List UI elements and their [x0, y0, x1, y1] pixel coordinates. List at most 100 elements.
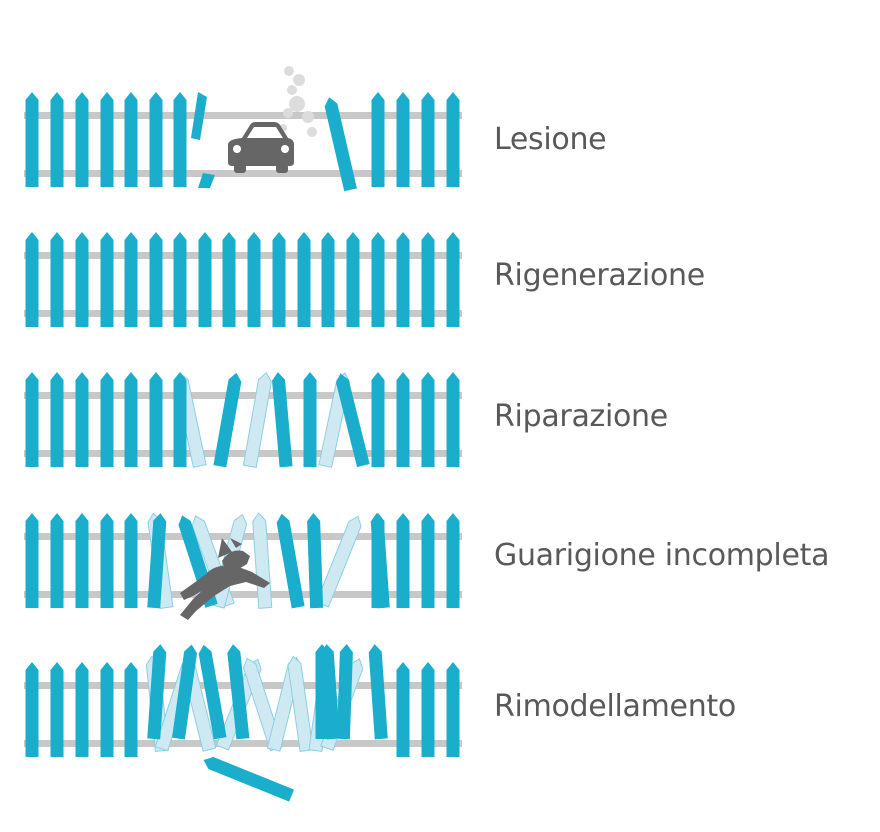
smoke-puff — [307, 127, 317, 137]
fence-picket — [149, 372, 163, 467]
smoke-puff — [302, 111, 314, 123]
fence-picket — [421, 513, 435, 608]
fence-picket — [396, 92, 410, 187]
fence-picket — [124, 662, 138, 757]
fence-picket — [247, 232, 261, 327]
broken-picket-top — [191, 92, 207, 140]
fence-rail — [24, 310, 462, 317]
fence-picket — [124, 513, 138, 608]
fence-picket — [75, 372, 89, 467]
fence-picket — [100, 372, 114, 467]
fence-picket — [446, 92, 460, 187]
fence-picket — [124, 372, 138, 467]
label-rigenerazione: Rigenerazione — [494, 258, 705, 293]
fence-picket — [75, 232, 89, 327]
fence-rail — [24, 252, 462, 259]
fence-picket — [321, 232, 335, 327]
car-wheel — [234, 164, 246, 173]
fence-picket — [25, 662, 39, 757]
dog-ear — [218, 538, 232, 558]
fence-picket — [173, 232, 187, 327]
fence-picket — [396, 232, 410, 327]
fence-picket — [421, 232, 435, 327]
fence-picket — [371, 232, 385, 327]
fence-picket — [75, 92, 89, 187]
smoke-puff — [283, 108, 293, 118]
fence-picket — [421, 372, 435, 467]
fence-picket — [446, 372, 460, 467]
fallen-picket — [201, 753, 295, 802]
fence-picket — [421, 662, 435, 757]
fence-picket — [198, 232, 212, 327]
fence-picket — [297, 232, 311, 327]
dog-body — [180, 565, 270, 620]
fence-picket — [446, 513, 460, 608]
fence-picket — [371, 372, 385, 467]
fence-rail — [24, 112, 462, 119]
fence-picket — [371, 92, 385, 187]
car-window — [247, 127, 283, 138]
scene-dog-through-gap — [24, 512, 462, 620]
scene-tilted-repaired-pickets — [24, 371, 462, 468]
fence-rail — [24, 591, 462, 598]
label-riparazione: Riparazione — [494, 399, 668, 434]
fence-picket — [446, 232, 460, 327]
fence-picket — [222, 232, 236, 327]
fence-picket — [25, 92, 39, 187]
smoke-puff — [284, 66, 294, 76]
fence-picket — [173, 372, 187, 467]
car-headlight — [233, 145, 241, 153]
fence-rail — [24, 740, 462, 747]
fence-picket — [100, 662, 114, 757]
fence-picket — [149, 92, 163, 187]
fence-picket — [25, 513, 39, 608]
scene-chaotic-rebuilt-pickets — [24, 643, 462, 802]
label-rimodellamento: Rimodellamento — [494, 689, 736, 724]
fence-picket — [100, 232, 114, 327]
fence-picket — [396, 513, 410, 608]
fence-picket — [25, 372, 39, 467]
fence-picket — [25, 232, 39, 327]
fence-picket — [446, 662, 460, 757]
scene-intact-fence — [24, 232, 462, 327]
fence-picket — [396, 662, 410, 757]
smoke-puff — [289, 96, 305, 112]
fence-picket — [201, 753, 295, 802]
fence-picket — [149, 232, 163, 327]
broken-picket-bottom — [198, 173, 215, 188]
fence-rail — [24, 392, 462, 399]
fence-picket — [50, 372, 64, 467]
label-guarigione-incompleta: Guarigione incompleta — [494, 538, 830, 573]
car-icon — [228, 122, 294, 173]
scene-car-crash — [24, 66, 462, 192]
fence-picket — [50, 92, 64, 187]
fence-picket — [75, 513, 89, 608]
fence-rail — [24, 170, 462, 177]
fence-picket — [421, 92, 435, 187]
fence-picket — [303, 372, 317, 467]
fence-picket — [396, 372, 410, 467]
fence-picket — [272, 232, 286, 327]
fence-picket — [75, 662, 89, 757]
dog-ear — [230, 538, 242, 548]
fence-picket — [173, 92, 187, 187]
fence-picket — [50, 662, 64, 757]
dog-icon — [180, 538, 270, 620]
dog-head — [222, 550, 250, 570]
fence-picket — [124, 232, 138, 327]
fence-picket — [346, 232, 360, 327]
fence-picket — [368, 643, 388, 740]
fence-picket — [50, 513, 64, 608]
smoke-puff — [287, 85, 297, 95]
smoke-puff — [293, 74, 305, 86]
label-lesione: Lesione — [494, 122, 607, 157]
fence-picket — [336, 643, 354, 740]
fence-picket — [50, 232, 64, 327]
fence-picket — [100, 92, 114, 187]
fence-picket — [100, 513, 114, 608]
car-headlight — [281, 145, 289, 153]
car-wheel — [276, 164, 288, 173]
fence-rail — [24, 450, 462, 457]
fence-picket — [124, 92, 138, 187]
